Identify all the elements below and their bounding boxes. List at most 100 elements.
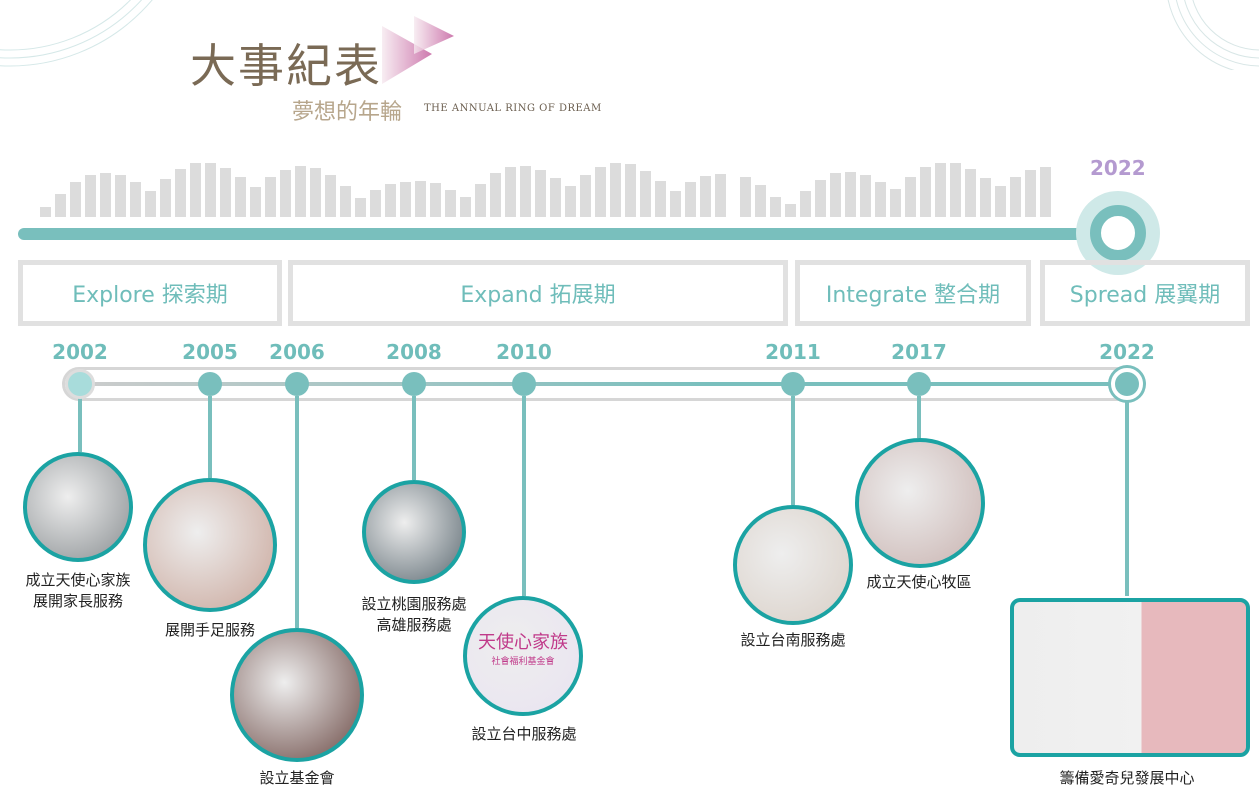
wave-bar — [430, 183, 441, 217]
wave-bar — [700, 176, 711, 217]
wave-bar — [100, 173, 111, 217]
timeline-track — [62, 367, 1144, 401]
wave-bar — [280, 170, 291, 217]
event-year: 2010 — [496, 340, 552, 364]
event-stem — [1125, 396, 1129, 596]
event-year: 2002 — [52, 340, 108, 364]
event-photo — [143, 478, 277, 612]
wave-bar — [415, 181, 426, 217]
wave-bar — [740, 177, 751, 217]
event-year: 2008 — [386, 340, 442, 364]
wave-bar — [655, 181, 666, 217]
decorative-rings — [0, 0, 153, 67]
wave-bar — [875, 182, 886, 217]
event-year: 2005 — [182, 340, 238, 364]
wave-bar — [310, 168, 321, 217]
caption-line: 高雄服務處 — [376, 616, 452, 634]
event-year: 2006 — [269, 340, 325, 364]
event-stem — [917, 396, 921, 438]
wave-bar — [265, 177, 276, 217]
wave-bar — [445, 190, 456, 217]
event-caption: 成立天使心家族展開家長服務 — [25, 570, 130, 612]
caption-line: 設立桃園服務處 — [361, 595, 467, 613]
caption-line: 設立台南服務處 — [740, 631, 846, 649]
wave-bar — [1010, 177, 1021, 217]
wave-bar — [40, 207, 51, 217]
caption-line: 展開家長服務 — [32, 592, 124, 610]
phase-expand: Expand 拓展期 — [288, 260, 788, 326]
wave-bar — [130, 182, 141, 217]
wave-bar — [190, 163, 201, 217]
wave-bar — [55, 194, 66, 217]
event-caption: 設立台中服務處 — [471, 724, 576, 745]
caption-line: 設立台中服務處 — [471, 725, 577, 743]
wave-bar — [595, 167, 606, 217]
wave-bar — [890, 189, 901, 217]
event-stem — [78, 396, 82, 452]
event-dot[interactable] — [65, 369, 95, 399]
wave-bar — [995, 186, 1006, 217]
event-photo — [23, 452, 133, 562]
wave-bar — [845, 172, 856, 217]
wave-bar — [905, 177, 916, 217]
event-photo — [230, 628, 364, 762]
wave-bar — [460, 197, 471, 217]
event-dot[interactable] — [285, 372, 309, 396]
current-year-label: 2022 — [1090, 156, 1146, 180]
progress-bar — [18, 228, 1118, 240]
event-year: 2022 — [1099, 340, 1155, 364]
wave-bar — [115, 175, 126, 217]
event-caption: 設立台南服務處 — [740, 630, 845, 651]
wave-bar — [1025, 170, 1036, 217]
wave-bar — [490, 173, 501, 217]
event-dot[interactable] — [512, 372, 536, 396]
wave-bar — [580, 175, 591, 217]
event-stem — [412, 396, 416, 480]
wave-bar — [295, 166, 306, 217]
event-stem — [295, 396, 299, 628]
event-dot[interactable] — [402, 372, 426, 396]
wave-bar — [520, 166, 531, 217]
wave-bar — [400, 182, 411, 217]
wave-bar — [250, 187, 261, 217]
wave-bar — [770, 197, 781, 217]
event-dot[interactable] — [1111, 368, 1143, 400]
event-year: 2011 — [765, 340, 821, 364]
wave-bar — [965, 169, 976, 217]
wave-bar — [370, 190, 381, 217]
event-caption: 設立基金會 — [259, 768, 334, 789]
progress-knob[interactable] — [1090, 205, 1146, 261]
event-caption: 展開手足服務 — [165, 620, 255, 641]
wave-bar — [475, 184, 486, 217]
wave-bar — [70, 182, 81, 217]
page-title: 大事紀表 — [190, 39, 382, 93]
caption-line: 籌備愛奇兒發展中心 — [1059, 769, 1195, 787]
wave-bar — [385, 184, 396, 217]
wave-bar — [860, 175, 871, 217]
event-photo — [855, 438, 985, 568]
wave-bar — [550, 178, 561, 217]
event-dot[interactable] — [907, 372, 931, 396]
phase-spread: Spread 展翼期 — [1040, 260, 1250, 326]
caption-line: 成立天使心家族 — [25, 571, 131, 589]
event-photo — [362, 480, 466, 584]
wave-bar — [950, 163, 961, 217]
wave-bar — [1040, 167, 1051, 217]
caption-line: 成立天使心牧區 — [866, 573, 972, 591]
event-dot[interactable] — [781, 372, 805, 396]
wave-bar — [685, 182, 696, 217]
wave-bar — [205, 163, 216, 217]
subtitle-en: THE ANNUAL RING OF DREAM — [424, 103, 602, 114]
wave-bar — [325, 175, 336, 217]
decorative-rings — [1167, 0, 1259, 70]
event-dot[interactable] — [198, 372, 222, 396]
wave-bar — [815, 180, 826, 217]
phase-integrate: Integrate 整合期 — [795, 260, 1031, 326]
wave-bar — [830, 173, 841, 217]
photo-org-text: 社會福利基金會 — [491, 657, 555, 667]
event-caption: 設立桃園服務處高雄服務處 — [361, 594, 466, 636]
wave-bar — [920, 167, 931, 217]
event-year: 2017 — [891, 340, 947, 364]
wave-bar — [610, 163, 621, 217]
wave-bar — [340, 186, 351, 217]
